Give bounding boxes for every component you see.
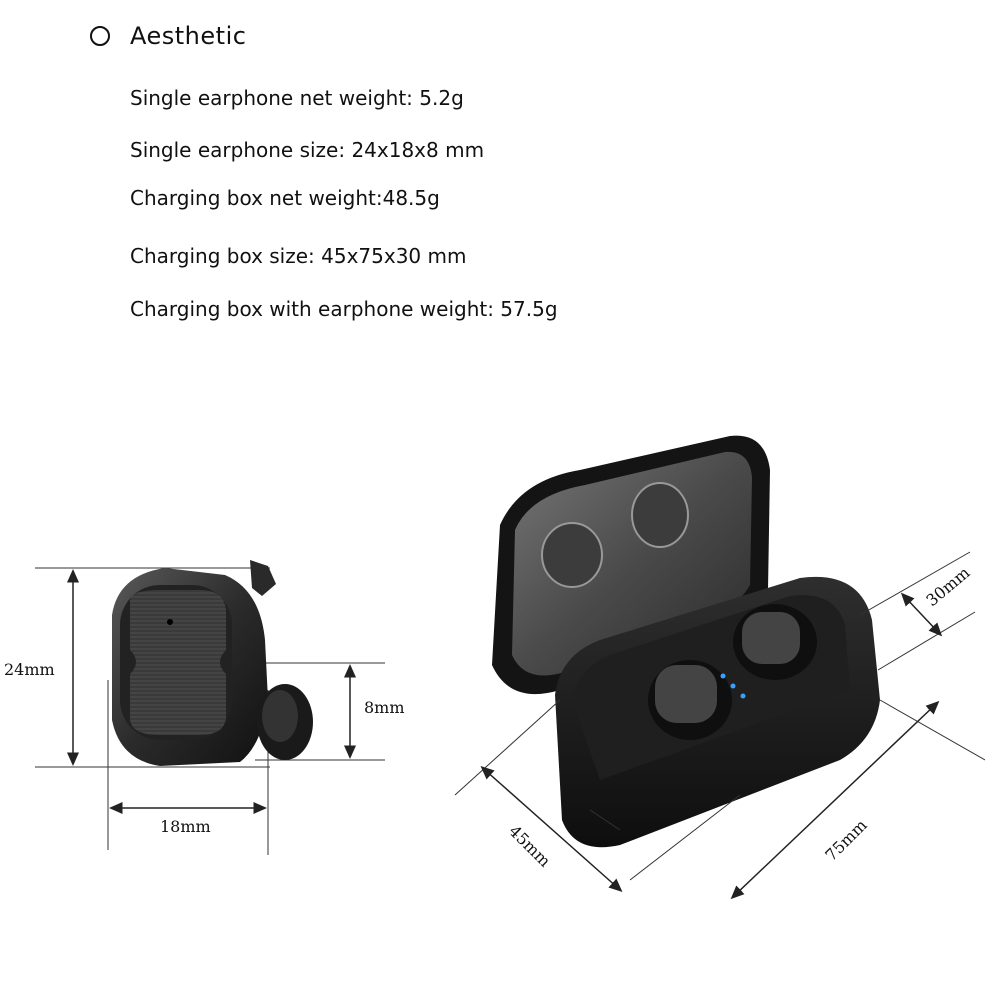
charging-box-diagram: 45mm 75mm 30mm xyxy=(454,435,985,900)
spec-box-weight: Charging box net weight:48.5g xyxy=(130,186,440,210)
box-width-label: 45mm xyxy=(505,821,554,870)
spec-earphone-weight: Single earphone net weight: 5.2g xyxy=(130,86,464,110)
earphone-diagram: 24mm 8mm 18mm xyxy=(4,560,405,855)
spec-earphone-size: Single earphone size: 24x18x8 mm xyxy=(130,138,485,162)
spec-box-size: Charging box size: 45x75x30 mm xyxy=(130,244,467,268)
section-header: Aesthetic xyxy=(90,18,246,54)
box-length-label: 75mm xyxy=(821,816,870,865)
earphone-height-label: 24mm xyxy=(4,660,55,679)
earphone-width-label: 18mm xyxy=(160,817,211,836)
section-title: Aesthetic xyxy=(130,22,247,50)
box-height-label: 30mm xyxy=(922,563,973,610)
spec-total-weight: Charging box with earphone weight: 57.5g xyxy=(130,297,558,321)
circle-bullet-icon xyxy=(90,26,110,46)
earphone-depth-label: 8mm xyxy=(364,698,405,717)
